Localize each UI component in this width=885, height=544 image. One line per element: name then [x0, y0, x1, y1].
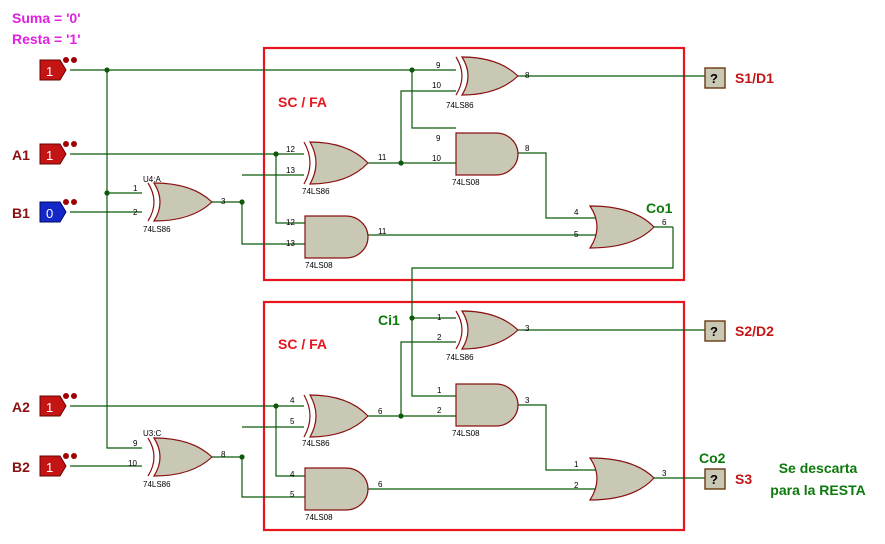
svg-text:8: 8	[221, 450, 226, 459]
svg-text:4: 4	[290, 396, 295, 405]
svg-text:1: 1	[437, 313, 442, 322]
svg-text:74LS86: 74LS86	[302, 187, 330, 196]
legend-sum: Suma = '0'	[12, 10, 81, 26]
gate-ref: U4:A	[143, 175, 161, 184]
svg-text:13: 13	[286, 166, 295, 175]
svg-text:6: 6	[378, 480, 383, 489]
xor-gate-u4a[interactable]: U4:A 74LS86 1 2 3	[133, 175, 226, 234]
and-gate-stage2-b[interactable]: 74LS08 4 5 6	[290, 467, 383, 522]
svg-text:11: 11	[378, 227, 387, 236]
svg-text:9: 9	[133, 439, 138, 448]
full-adder-box-2	[262, 300, 686, 532]
svg-text:74LS08: 74LS08	[452, 178, 480, 187]
svg-text:2: 2	[437, 406, 442, 415]
svg-text:2: 2	[133, 208, 138, 217]
svg-text:5: 5	[290, 490, 295, 499]
svg-text:10: 10	[128, 459, 137, 468]
and-gate-stage1-a[interactable]: 74LS08 9 10 8	[432, 132, 530, 187]
svg-text:9: 9	[436, 61, 441, 70]
svg-text:74LS08: 74LS08	[305, 261, 333, 270]
input-value: 1	[46, 400, 53, 415]
and-gate-stage2-a[interactable]: 74LS08 1 2 3	[437, 383, 530, 438]
output-probe-s2[interactable]: ?	[704, 320, 726, 342]
xor-gate-stage2-b[interactable]: 74LS86 1 2 3	[437, 310, 530, 362]
input-label-a2: A2	[12, 399, 30, 415]
svg-text:13: 13	[286, 239, 295, 248]
svg-text:12: 12	[286, 145, 295, 154]
svg-text:10: 10	[432, 81, 441, 90]
input-value: 1	[46, 460, 53, 475]
junction-dots	[104, 67, 415, 460]
svg-text:2: 2	[437, 333, 442, 342]
note-line-1: Se descarta	[779, 460, 858, 476]
block-label-2: SC / FA	[278, 336, 327, 352]
svg-text:8: 8	[525, 71, 530, 80]
xor-gate-stage2-a[interactable]: 74LS86 4 5 6	[290, 394, 383, 448]
input-label-b1: B1	[12, 205, 30, 221]
xor-gate-stage1-a[interactable]: 74LS86 12 13 11	[286, 141, 387, 196]
net-label-co1: Co1	[646, 200, 673, 216]
wires	[70, 69, 705, 498]
input-label-a1: A1	[12, 147, 30, 163]
svg-text:12: 12	[286, 218, 295, 227]
gate-part: 74LS86	[143, 225, 171, 234]
svg-text:?: ?	[710, 472, 718, 487]
svg-text:1: 1	[574, 460, 579, 469]
svg-text:3: 3	[525, 324, 530, 333]
svg-text:74LS86: 74LS86	[446, 353, 474, 362]
svg-text:6: 6	[662, 218, 667, 227]
xor-gate-stage1-b[interactable]: 74LS86 9 10 8	[432, 56, 530, 110]
full-adder-box-1	[262, 46, 686, 282]
input-label-b2: B2	[12, 459, 30, 475]
svg-text:?: ?	[710, 71, 718, 86]
net-label-ci1: Ci1	[378, 312, 400, 328]
svg-text:9: 9	[436, 134, 441, 143]
svg-text:74LS08: 74LS08	[452, 429, 480, 438]
svg-text:74LS86: 74LS86	[302, 439, 330, 448]
svg-text:3: 3	[662, 469, 667, 478]
note-line-2: para la RESTA	[770, 482, 865, 498]
svg-text:1: 1	[133, 184, 138, 193]
legend-sub: Resta = '1'	[12, 31, 81, 47]
svg-text:74LS08: 74LS08	[305, 513, 333, 522]
svg-text:10: 10	[432, 154, 441, 163]
svg-text:3: 3	[221, 197, 226, 206]
input-value: 0	[46, 206, 53, 221]
input-probe-b2[interactable]: 1	[39, 453, 77, 477]
or-gate-stage2[interactable]: 1 2 3	[574, 457, 667, 501]
svg-text:4: 4	[290, 470, 295, 479]
svg-text:1: 1	[437, 386, 442, 395]
output-probe-s1[interactable]: ?	[704, 67, 726, 89]
svg-text:5: 5	[574, 230, 579, 239]
input-probe-b1[interactable]: 0	[39, 199, 77, 223]
output-label-s2: S2/D2	[735, 323, 774, 339]
svg-text:8: 8	[525, 144, 530, 153]
input-probe-a1[interactable]: 1	[39, 141, 77, 165]
output-label-s3: S3	[735, 471, 752, 487]
xor-gate-u3c[interactable]: U3:C 74LS86 9 10 8	[128, 429, 226, 489]
block-label-1: SC / FA	[278, 94, 327, 110]
output-probe-s3[interactable]: ?	[704, 468, 726, 490]
svg-text:5: 5	[290, 417, 295, 426]
output-label-s1: S1/D1	[735, 70, 774, 86]
net-label-co2: Co2	[699, 450, 726, 466]
svg-text:6: 6	[378, 407, 383, 416]
or-gate-stage1[interactable]: 4 5 6	[574, 205, 667, 249]
gate-ref: U3:C	[143, 429, 161, 438]
input-probe-control[interactable]: 1	[39, 57, 77, 81]
svg-text:4: 4	[574, 208, 579, 217]
svg-text:3: 3	[525, 396, 530, 405]
gate-part: 74LS86	[143, 480, 171, 489]
svg-text:2: 2	[574, 481, 579, 490]
and-gate-stage1-b[interactable]: 74LS08 12 13 11	[286, 215, 387, 270]
svg-text:11: 11	[378, 153, 387, 162]
svg-text:?: ?	[710, 324, 718, 339]
svg-text:74LS86: 74LS86	[446, 101, 474, 110]
input-value: 1	[46, 64, 53, 79]
input-probe-a2[interactable]: 1	[39, 393, 77, 417]
input-value: 1	[46, 148, 53, 163]
